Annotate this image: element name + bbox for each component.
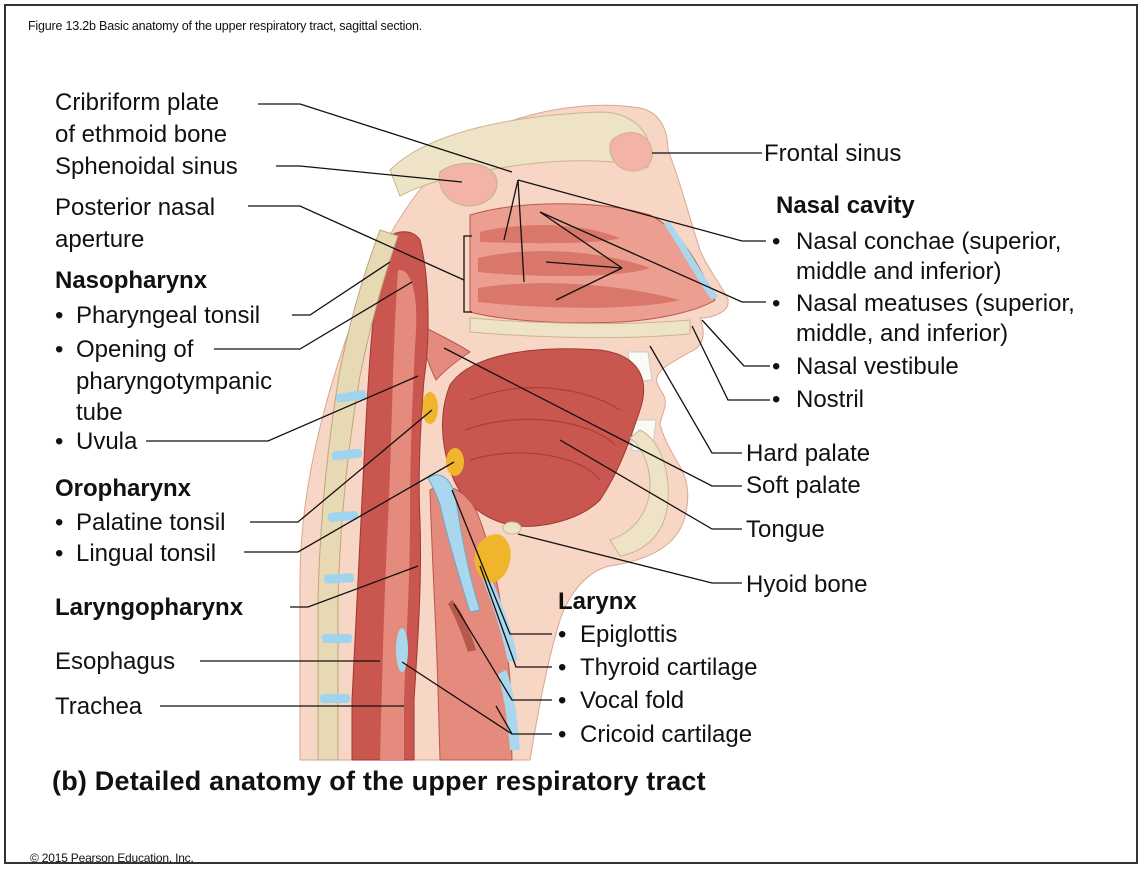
label-nasal-meatuses-2: middle, and inferior) bbox=[796, 320, 1008, 347]
label-opening-1: Opening of bbox=[76, 336, 194, 363]
bullet: • bbox=[55, 302, 63, 329]
larynx-labels: Larynx • Epiglottis • Thyroid cartilage … bbox=[558, 588, 757, 748]
label-opening-2: pharyngotympanic bbox=[76, 368, 272, 395]
label-cricoid-cartilage: Cricoid cartilage bbox=[580, 721, 752, 748]
label-thyroid-cartilage: Thyroid cartilage bbox=[580, 654, 757, 681]
bullet: • bbox=[55, 540, 63, 567]
label-posterior-nasal-aperture-2: aperture bbox=[55, 226, 144, 253]
label-larynx: Larynx bbox=[558, 588, 637, 615]
label-nasopharynx: Nasopharynx bbox=[55, 267, 208, 294]
bullet: • bbox=[772, 353, 780, 380]
label-posterior-nasal-aperture-1: Posterior nasal bbox=[55, 194, 215, 221]
figure-subtitle: (b) Detailed anatomy of the upper respir… bbox=[52, 766, 706, 797]
label-laryngopharynx: Laryngopharynx bbox=[55, 594, 244, 621]
label-trachea: Trachea bbox=[55, 693, 143, 720]
label-frontal-sinus: Frontal sinus bbox=[764, 140, 901, 167]
label-uvula: Uvula bbox=[76, 428, 138, 455]
bullet: • bbox=[772, 228, 780, 255]
bullet: • bbox=[558, 621, 566, 648]
bullet: • bbox=[772, 386, 780, 413]
bullet: • bbox=[558, 721, 566, 748]
label-nasal-meatuses-1: Nasal meatuses (superior, bbox=[796, 290, 1075, 317]
hyoid-bone-shape bbox=[503, 522, 521, 534]
label-tongue: Tongue bbox=[746, 516, 825, 543]
bullet: • bbox=[55, 428, 63, 455]
palatine-tonsil-shape bbox=[422, 392, 438, 424]
lingual-tonsil-shape bbox=[446, 448, 464, 476]
bullet: • bbox=[55, 509, 63, 536]
label-hyoid-bone: Hyoid bone bbox=[746, 571, 867, 598]
copyright-notice: © 2015 Pearson Education, Inc. bbox=[30, 851, 194, 865]
label-nostril: Nostril bbox=[796, 386, 864, 413]
label-soft-palate: Soft palate bbox=[746, 472, 861, 499]
label-epiglottis: Epiglottis bbox=[580, 621, 677, 648]
label-pharyngeal-tonsil: Pharyngeal tonsil bbox=[76, 302, 260, 329]
label-cribriform-plate-2: of ethmoid bone bbox=[55, 121, 227, 148]
label-vocal-fold: Vocal fold bbox=[580, 687, 684, 714]
label-nasal-vestibule: Nasal vestibule bbox=[796, 353, 959, 380]
bullet: • bbox=[772, 290, 780, 317]
label-esophagus: Esophagus bbox=[55, 648, 175, 675]
bullet: • bbox=[558, 687, 566, 714]
bullet: • bbox=[558, 654, 566, 681]
label-sphenoidal-sinus: Sphenoidal sinus bbox=[55, 153, 238, 180]
right-labels: Frontal sinus Nasal cavity • Nasal conch… bbox=[746, 140, 1075, 598]
label-hard-palate: Hard palate bbox=[746, 440, 870, 467]
label-cribriform-plate-1: Cribriform plate bbox=[55, 89, 219, 116]
label-oropharynx: Oropharynx bbox=[55, 475, 192, 502]
label-opening-3: tube bbox=[76, 399, 123, 426]
label-palatine-tonsil: Palatine tonsil bbox=[76, 509, 225, 536]
label-nasal-conchae-2: middle and inferior) bbox=[796, 258, 1001, 285]
left-labels: Cribriform plate of ethmoid bone Sphenoi… bbox=[55, 89, 272, 720]
label-nasal-conchae-1: Nasal conchae (superior, bbox=[796, 228, 1061, 255]
bullet: • bbox=[55, 336, 63, 363]
label-nasal-cavity: Nasal cavity bbox=[776, 192, 915, 219]
label-lingual-tonsil: Lingual tonsil bbox=[76, 540, 216, 567]
